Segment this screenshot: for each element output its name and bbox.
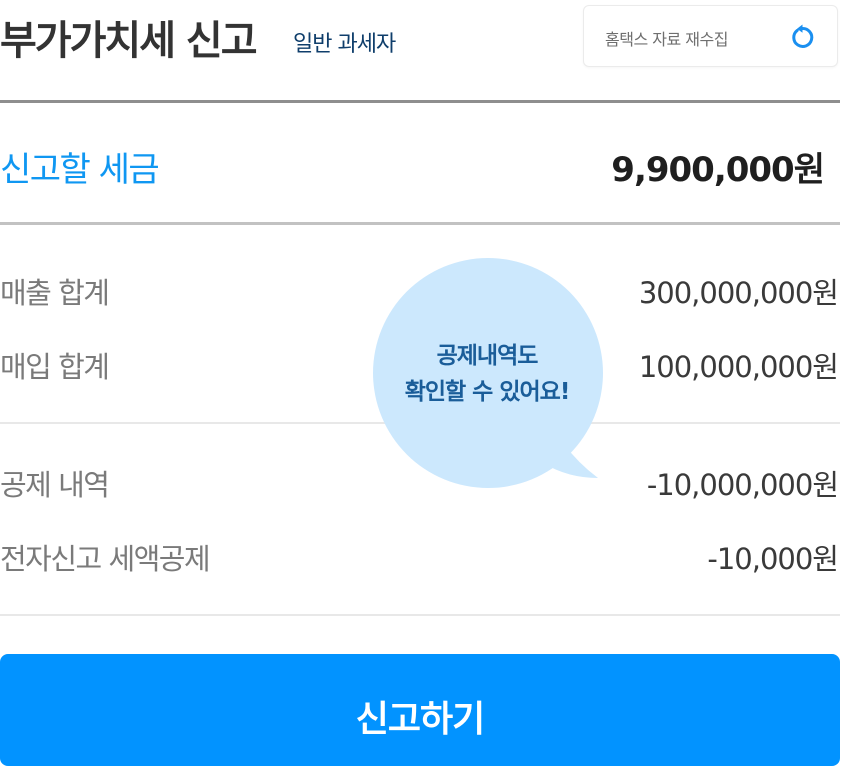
page-header: 부가가치세 신고 일반 과세자 홈택스 자료 재수집	[0, 0, 844, 100]
recollect-hometax-button[interactable]: 홈택스 자료 재수집	[583, 5, 838, 67]
submit-label: 신고하기	[355, 698, 485, 739]
e-filing-credit-value: -10,000원	[707, 542, 839, 576]
sales-total-value: 300,000,000원	[638, 276, 839, 310]
purchase-total-label: 매입 합계	[0, 350, 110, 384]
deduction-details-label[interactable]: 공제 내역	[0, 468, 110, 502]
speech-bubble-icon	[373, 258, 603, 488]
page-title: 부가가치세 신고	[0, 18, 258, 64]
sales-total-label: 매출 합계	[0, 276, 110, 310]
recollect-label: 홈택스 자료 재수집	[605, 30, 728, 49]
deduction-details-value: -10,000,000원	[646, 468, 839, 502]
tooltip-line-2: 확인할 수 있어요!	[404, 379, 571, 405]
purchase-total-value: 100,000,000원	[638, 350, 839, 384]
submit-filing-button[interactable]: 신고하기	[0, 654, 840, 766]
taxpayer-type: 일반 과세자	[293, 32, 396, 57]
tax-due-label: 신고할 세금	[0, 150, 160, 190]
tooltip-line-1: 공제내역도	[436, 343, 539, 369]
tax-due-value: 9,900,000원	[611, 150, 825, 190]
header-divider	[0, 100, 840, 103]
deduction-tooltip: 공제내역도 확인할 수 있어요!	[374, 338, 600, 410]
refresh-icon	[792, 24, 814, 48]
deductions-divider	[0, 614, 840, 616]
e-filing-credit-label: 전자신고 세액공제	[0, 542, 211, 576]
summary-divider	[0, 222, 840, 225]
